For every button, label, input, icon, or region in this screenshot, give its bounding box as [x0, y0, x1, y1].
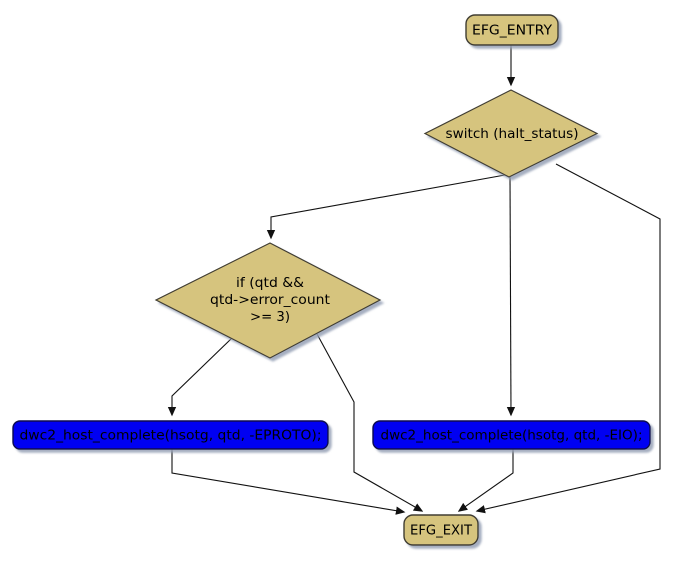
edge-call-eproto-to-exit	[171, 449, 406, 515]
if-decision-diamond	[154, 242, 382, 359]
call-eproto-action-label: dwc2_host_complete(hsotg, qtd, -EPROTO);	[20, 429, 322, 444]
edge-if-to-exit	[316, 333, 424, 512]
exit-node-label: EFG_EXIT	[410, 524, 472, 539]
edge-call-eio-to-exit	[457, 449, 514, 512]
if-decision-label-line3: >= 3)	[250, 310, 290, 325]
if-decision-label-line1: if (qtd &&	[236, 276, 304, 291]
entry-node	[465, 14, 559, 46]
edge-switch-to-if	[266, 174, 506, 240]
edge-if-to-call-eproto	[167, 337, 233, 417]
edge-switch-to-call-eio	[506, 176, 516, 417]
entry-node-label: EFG_ENTRY	[472, 24, 552, 39]
edges-layer	[167, 45, 661, 515]
edge-switch-to-exit	[475, 163, 661, 514]
call-eproto-action-node	[12, 420, 329, 450]
switch-decision-diamond	[423, 89, 599, 178]
nodes-layer: EFG_ENTRY switch (halt_status) if (qtd &…	[12, 14, 651, 546]
call-eio-action-node	[372, 420, 651, 450]
exit-node	[403, 514, 479, 546]
call-eio-action-label: dwc2_host_complete(hsotg, qtd, -EIO);	[381, 429, 643, 444]
switch-decision-label: switch (halt_status)	[446, 127, 579, 142]
if-decision-label-line2: qtd->error_count	[210, 293, 330, 308]
